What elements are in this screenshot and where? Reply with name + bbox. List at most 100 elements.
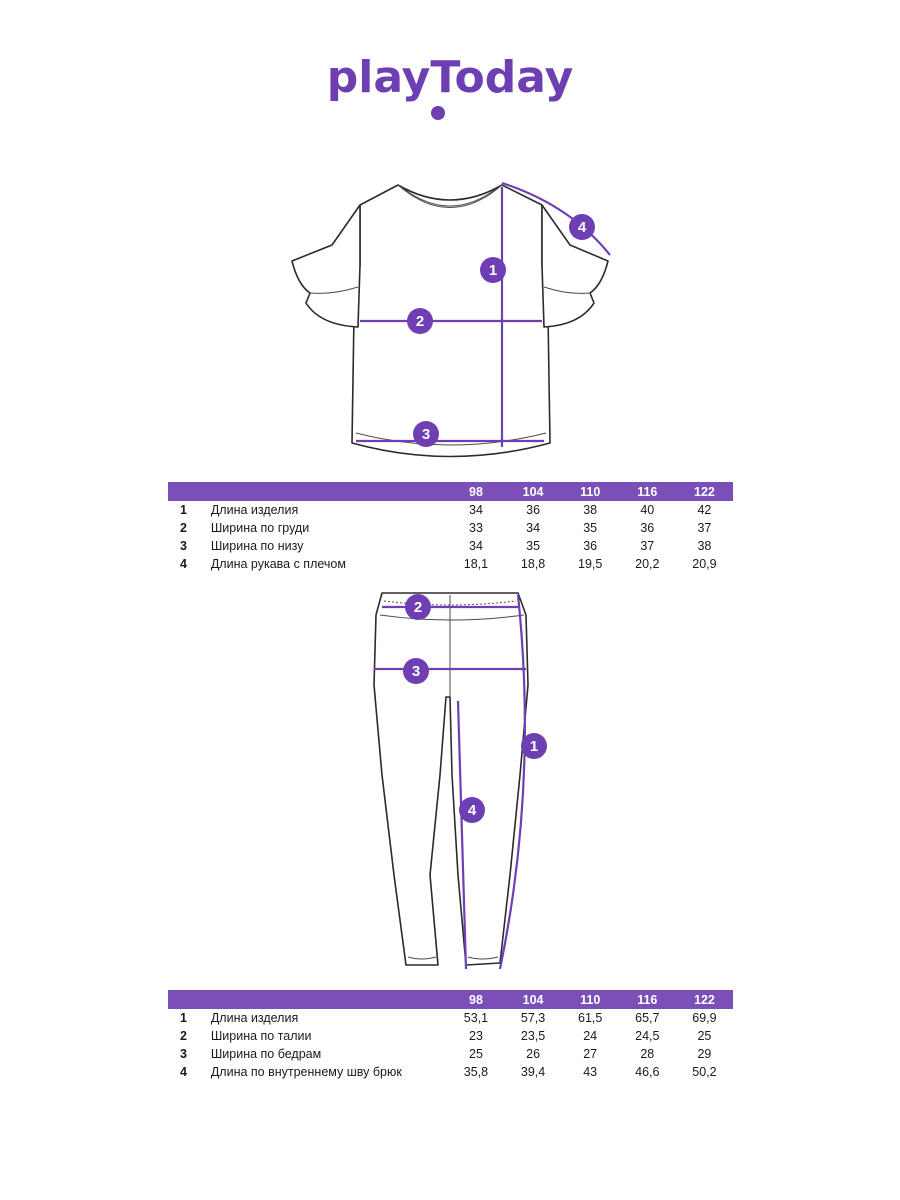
svg-text:2: 2 xyxy=(414,599,422,616)
table-header-row: 98 104 110 116 122 xyxy=(168,482,733,501)
svg-text:4: 4 xyxy=(578,219,587,236)
marker-1: 1 xyxy=(480,257,506,283)
size-header: 122 xyxy=(694,992,715,1007)
marker-3: 3 xyxy=(403,658,429,684)
cell-value: 27 xyxy=(583,1047,598,1061)
cell-value: 69,9 xyxy=(692,1011,717,1025)
cell-value: 50,2 xyxy=(692,1065,717,1079)
table-row: 2 Ширина по груди 33 34 35 36 37 xyxy=(168,519,733,537)
marker-4: 4 xyxy=(569,214,595,240)
row-number: 1 xyxy=(180,503,187,517)
cell-value: 19,5 xyxy=(578,557,603,571)
row-label: Длина рукава с плечом xyxy=(210,557,346,571)
cell-value: 29 xyxy=(697,1047,712,1061)
cell-value: 42 xyxy=(697,503,712,517)
row-number: 2 xyxy=(180,521,187,535)
size-header: 104 xyxy=(522,992,544,1007)
brand-logo-text: playToday xyxy=(326,52,574,103)
table-row: 3 Ширина по бедрам 25 26 27 28 29 xyxy=(168,1045,733,1063)
header-num xyxy=(168,990,211,1009)
cell-value: 36 xyxy=(526,503,541,517)
measure-line-length xyxy=(498,594,526,970)
svg-text:3: 3 xyxy=(422,426,430,443)
row-number: 3 xyxy=(180,539,187,553)
row-number: 4 xyxy=(180,1065,187,1079)
cell-value: 53,1 xyxy=(463,1011,489,1025)
row-number: 4 xyxy=(180,557,187,571)
marker-4: 4 xyxy=(459,797,485,823)
row-label: Ширина по низу xyxy=(210,539,304,553)
table-row: 2 Ширина по талии 23 23,5 24 24,5 25 xyxy=(168,1027,733,1045)
row-label: Ширина по талии xyxy=(210,1029,312,1043)
measure-line-sleeve xyxy=(501,181,611,256)
table-row: 4 Длина по внутреннему шву брюк 35,8 39,… xyxy=(168,1063,733,1081)
cell-value: 43 xyxy=(583,1065,598,1079)
tshirt-neckline xyxy=(397,184,503,208)
header-num xyxy=(168,482,211,501)
size-header: 104 xyxy=(522,484,544,499)
row-number: 3 xyxy=(180,1047,187,1061)
size-header: 116 xyxy=(637,992,658,1007)
size-header: 98 xyxy=(469,992,483,1007)
leggings-size-table: 98 104 110 116 122 1 Длина изделия 53,1 … xyxy=(168,990,733,1081)
cell-value: 20,2 xyxy=(635,557,660,571)
cell-value: 36 xyxy=(640,521,655,535)
row-label: Ширина по груди xyxy=(210,521,310,535)
header-name xyxy=(211,482,448,501)
cell-value: 37 xyxy=(697,521,712,535)
cell-value: 37 xyxy=(640,539,655,553)
measure-line-inseam xyxy=(456,700,468,970)
cell-value: 46,6 xyxy=(635,1065,660,1079)
table-header-row: 98 104 110 116 122 xyxy=(168,990,733,1009)
svg-text:3: 3 xyxy=(412,663,420,680)
size-header: 116 xyxy=(637,484,658,499)
cell-value: 38 xyxy=(697,539,712,553)
cell-value: 18,8 xyxy=(520,557,546,571)
cell-value: 23 xyxy=(469,1029,483,1043)
cell-value: 25 xyxy=(697,1029,712,1043)
svg-text:1: 1 xyxy=(489,262,497,279)
cell-value: 57,3 xyxy=(520,1011,546,1025)
cell-value: 61,5 xyxy=(578,1011,603,1025)
size-header: 110 xyxy=(580,992,601,1007)
marker-2: 2 xyxy=(405,594,431,620)
svg-text:4: 4 xyxy=(468,802,477,819)
marker-1: 1 xyxy=(521,733,547,759)
cell-value: 35,8 xyxy=(463,1065,489,1079)
cell-value: 38 xyxy=(583,503,598,517)
cell-value: 26 xyxy=(526,1047,541,1061)
tshirt-size-table: 98 104 110 116 122 1 Длина изделия 34 36… xyxy=(168,482,733,573)
cell-value: 24 xyxy=(583,1029,598,1043)
cell-value: 65,7 xyxy=(635,1011,660,1025)
cell-value: 36 xyxy=(583,539,598,553)
tshirt-right-sleeve xyxy=(541,204,609,328)
tshirt-left-sleeve xyxy=(291,204,361,328)
row-label: Длина по внутреннему шву брюк xyxy=(210,1065,402,1079)
cell-value: 39,4 xyxy=(520,1065,546,1079)
logo-dot-icon xyxy=(431,106,445,120)
table-row: 3 Ширина по низу 34 35 36 37 38 xyxy=(168,537,733,555)
row-number: 1 xyxy=(180,1011,187,1025)
row-number: 2 xyxy=(180,1029,187,1043)
svg-text:1: 1 xyxy=(530,738,538,755)
cell-value: 35 xyxy=(526,539,541,553)
cell-value: 34 xyxy=(469,503,483,517)
size-header: 98 xyxy=(469,484,483,499)
cell-value: 20,9 xyxy=(692,557,717,571)
marker-2: 2 xyxy=(407,308,433,334)
cell-value: 24,5 xyxy=(635,1029,660,1043)
brand-logo: playToday xyxy=(0,52,900,103)
table-row: 1 Длина изделия 34 36 38 40 42 xyxy=(168,501,733,519)
leggings-measurements: 1 2 3 4 xyxy=(374,594,547,970)
cell-value: 40 xyxy=(640,503,655,517)
row-label: Длина изделия xyxy=(210,1011,299,1025)
header-name xyxy=(211,990,448,1009)
cell-value: 34 xyxy=(469,539,483,553)
tshirt-measurements: 1 2 3 4 xyxy=(356,181,611,447)
svg-text:2: 2 xyxy=(416,313,424,330)
size-header: 122 xyxy=(694,484,715,499)
cell-value: 18,1 xyxy=(463,557,489,571)
cell-value: 23,5 xyxy=(520,1029,546,1043)
table-row: 4 Длина рукава с плечом 18,1 18,8 19,5 2… xyxy=(168,555,733,573)
cell-value: 34 xyxy=(526,521,541,535)
